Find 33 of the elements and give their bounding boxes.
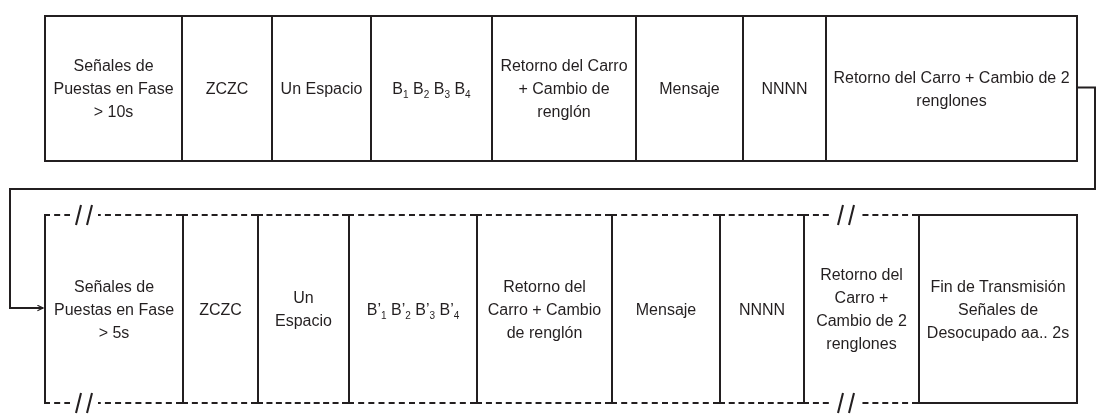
frame-field <box>491 15 635 162</box>
frame-field <box>719 214 803 404</box>
frame-field <box>635 15 742 162</box>
arrow <box>9 86 1096 312</box>
field-text: B’$_{1}$ B’$_{2}$ B’$_{3}$ B’$_{4}$ <box>365 299 461 321</box>
field-text: B$_{1}$ B$_{2}$ B$_{3}$ B$_{4}$ <box>391 79 472 100</box>
frame-field <box>918 214 1078 404</box>
frame-field <box>611 214 719 404</box>
field-text: Retorno del Carro + Cambio de renglón <box>486 276 603 343</box>
field-text: Señales de Puestas en Fase > 5s <box>52 276 176 343</box>
field-text: ZCZC <box>198 299 243 320</box>
frame-field <box>271 15 370 162</box>
frame-field <box>825 15 1078 162</box>
field-text: Fin de Transmisión Señales de Desocupado aa.. 2s <box>925 276 1071 343</box>
frame-field <box>370 15 491 162</box>
field-text: Mensaje <box>634 299 698 320</box>
field-text: Retorno del Carro + Cambio de renglón <box>499 56 629 122</box>
frame-field <box>182 214 257 404</box>
field-text: Un Espacio <box>279 79 364 99</box>
field-text: NNNN <box>737 299 787 320</box>
frame-field <box>257 214 348 404</box>
field-text: Un Espacio <box>274 288 333 331</box>
frame-field <box>348 214 476 404</box>
frame-field <box>476 214 611 404</box>
field-text: Retorno del Carro + Cambio de 2 renglones <box>815 265 908 354</box>
field-text: NNNN <box>760 79 809 99</box>
field-text: Señales de Puestas en Fase > 10s <box>52 56 175 122</box>
field-text: Mensaje <box>658 79 721 99</box>
field-text: ZCZC <box>204 79 250 99</box>
frame-field <box>44 15 181 162</box>
frame-field <box>742 15 825 162</box>
field-text: Retorno del Carro + Cambio de 2 renglones <box>832 67 1071 111</box>
frame-field <box>181 15 271 162</box>
